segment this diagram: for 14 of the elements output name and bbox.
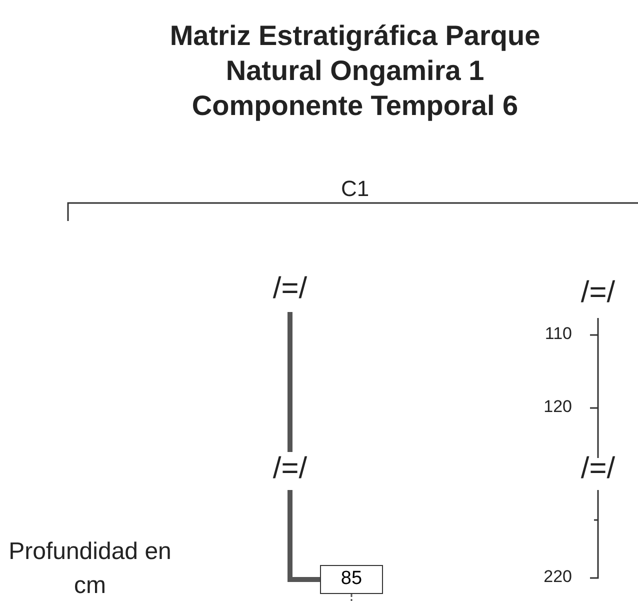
unit-box: 85 (320, 565, 383, 594)
break-symbol: /=/ (262, 274, 318, 306)
break-symbol: /=/ (580, 278, 616, 308)
column-label: C1 (340, 176, 370, 202)
depth-label: 120 (542, 397, 572, 417)
depth-label: 220 (542, 567, 572, 587)
diagram-title: Matriz Estratigráfica Parque Natural Ongamira 1 Componente Temporal 6 (169, 19, 541, 123)
depth-label: 110 (544, 324, 572, 344)
break-symbol: /=/ (580, 454, 616, 484)
connector-line (350, 594, 352, 601)
connector-line (288, 490, 320, 582)
break-symbol: /=/ (262, 454, 318, 486)
axis-label: Profundidad en cm (8, 537, 172, 601)
connector-line (288, 312, 292, 452)
